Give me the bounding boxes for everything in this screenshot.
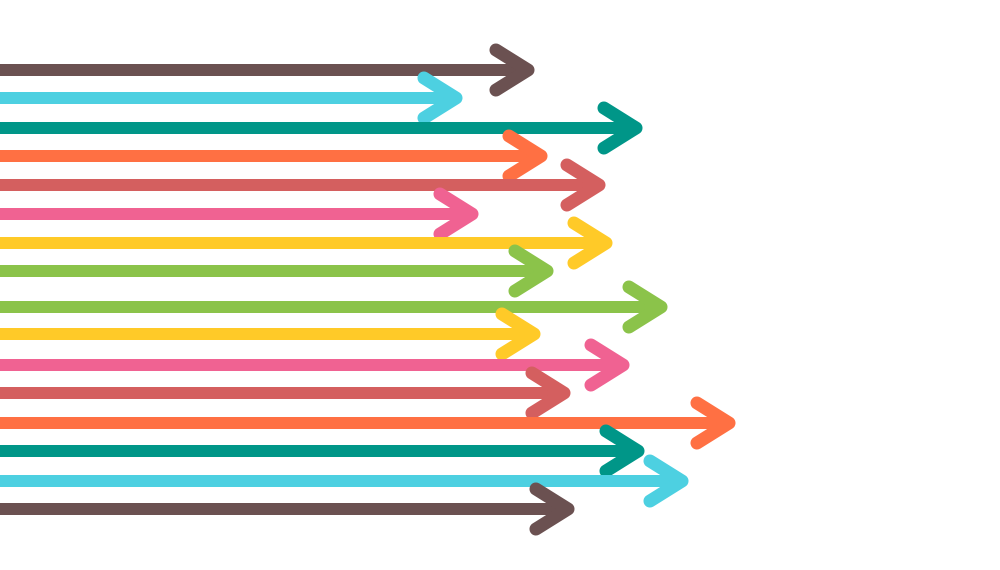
arrow-3 bbox=[0, 101, 643, 155]
arrow-4 bbox=[0, 129, 548, 183]
arrow-head bbox=[567, 216, 613, 270]
arrow-head bbox=[495, 307, 541, 361]
arrow-head bbox=[508, 244, 554, 298]
arrow-5 bbox=[0, 158, 606, 212]
arrow-10 bbox=[0, 307, 541, 361]
arrow-head bbox=[560, 158, 606, 212]
arrow-7 bbox=[0, 216, 613, 270]
arrow-14 bbox=[0, 424, 645, 478]
arrow-1 bbox=[0, 43, 535, 97]
arrow-head bbox=[529, 482, 575, 536]
arrow-head bbox=[597, 101, 643, 155]
arrow-head bbox=[433, 187, 479, 241]
arrow-head bbox=[584, 338, 630, 392]
arrow-head bbox=[643, 454, 689, 508]
arrow-head bbox=[525, 366, 571, 420]
arrow-head bbox=[489, 43, 535, 97]
arrow-8 bbox=[0, 244, 554, 298]
arrow-9 bbox=[0, 280, 668, 334]
arrow-head bbox=[690, 396, 736, 450]
arrow-12 bbox=[0, 366, 571, 420]
arrow-2 bbox=[0, 71, 463, 125]
arrow-15 bbox=[0, 454, 689, 508]
arrow-head bbox=[599, 424, 645, 478]
arrow-16 bbox=[0, 482, 575, 536]
arrow-6 bbox=[0, 187, 479, 241]
arrow-11 bbox=[0, 338, 630, 392]
arrow-head bbox=[417, 71, 463, 125]
arrow-13 bbox=[0, 396, 736, 450]
arrow-head bbox=[502, 129, 548, 183]
arrow-head bbox=[622, 280, 668, 334]
